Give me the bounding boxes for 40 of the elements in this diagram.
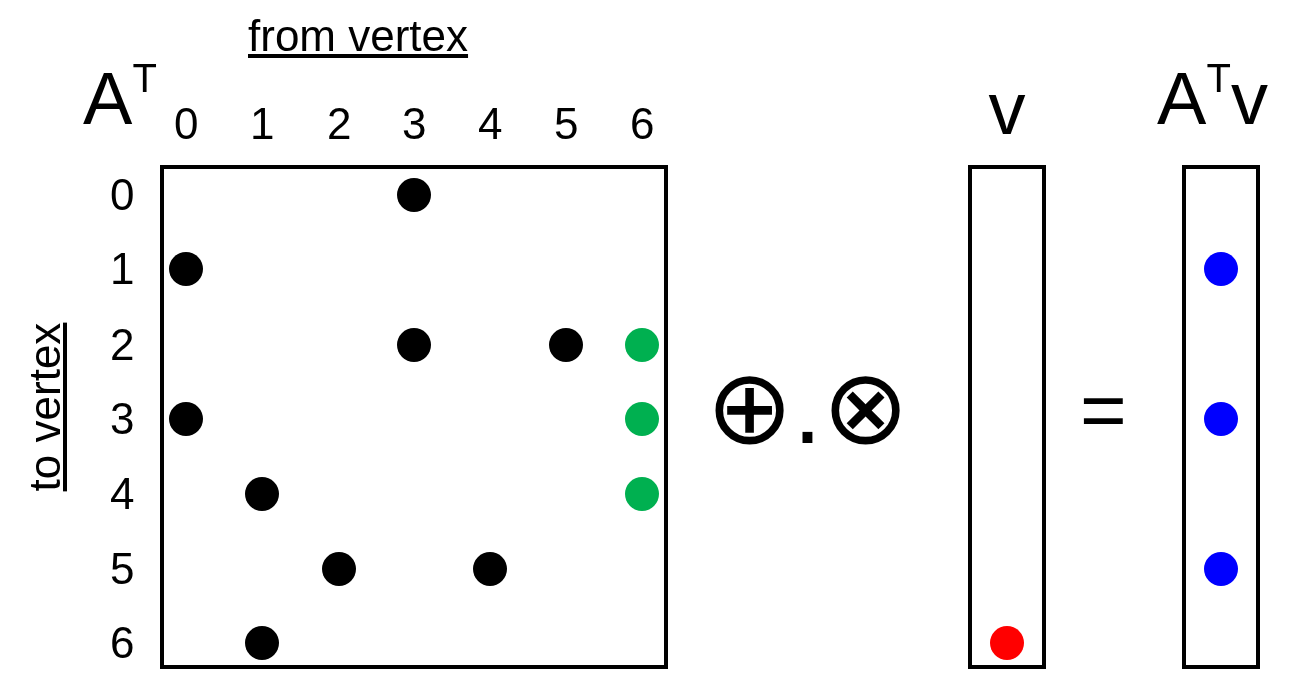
dot-marker	[990, 626, 1024, 660]
dot-marker	[625, 477, 659, 511]
matrix-box	[160, 165, 668, 669]
dot-marker	[397, 328, 431, 362]
vector-box	[1182, 165, 1260, 669]
row-number: 1	[110, 247, 135, 291]
dot-marker	[549, 328, 583, 362]
dot-marker	[625, 328, 659, 362]
dot-marker	[1204, 252, 1238, 286]
dot-marker	[245, 626, 279, 660]
operator-symbol: ⊕.⊗	[706, 355, 909, 459]
matrix-heading: v	[987, 72, 1027, 146]
column-number: 0	[174, 102, 199, 146]
row-number: 3	[110, 397, 135, 441]
dot-marker	[322, 552, 356, 586]
column-number: 3	[402, 102, 427, 146]
column-number: 5	[554, 102, 579, 146]
row-number: 5	[110, 547, 135, 591]
dot-marker	[1204, 402, 1238, 436]
column-number: 2	[327, 102, 352, 146]
matrix-heading: A$^{T}$	[82, 62, 158, 136]
vector-box	[968, 165, 1046, 669]
dot-marker	[1204, 552, 1238, 586]
equals-sign: =	[1080, 370, 1127, 450]
row-number: 6	[110, 621, 135, 665]
dot-marker	[397, 178, 431, 212]
dot-marker	[473, 552, 507, 586]
row-number: 0	[110, 173, 135, 217]
column-number: 1	[250, 102, 275, 146]
column-number: 4	[478, 102, 503, 146]
axis-title: from vertex	[248, 14, 469, 58]
column-number: 6	[630, 102, 655, 146]
dot-marker	[625, 402, 659, 436]
dot-marker	[169, 252, 203, 286]
row-number: 4	[110, 472, 135, 516]
row-number: 2	[110, 323, 135, 367]
dot-marker	[169, 402, 203, 436]
matrix-heading: A$^{T}$v	[1156, 62, 1269, 136]
axis-title: to vertex	[23, 321, 67, 494]
dot-marker	[245, 477, 279, 511]
